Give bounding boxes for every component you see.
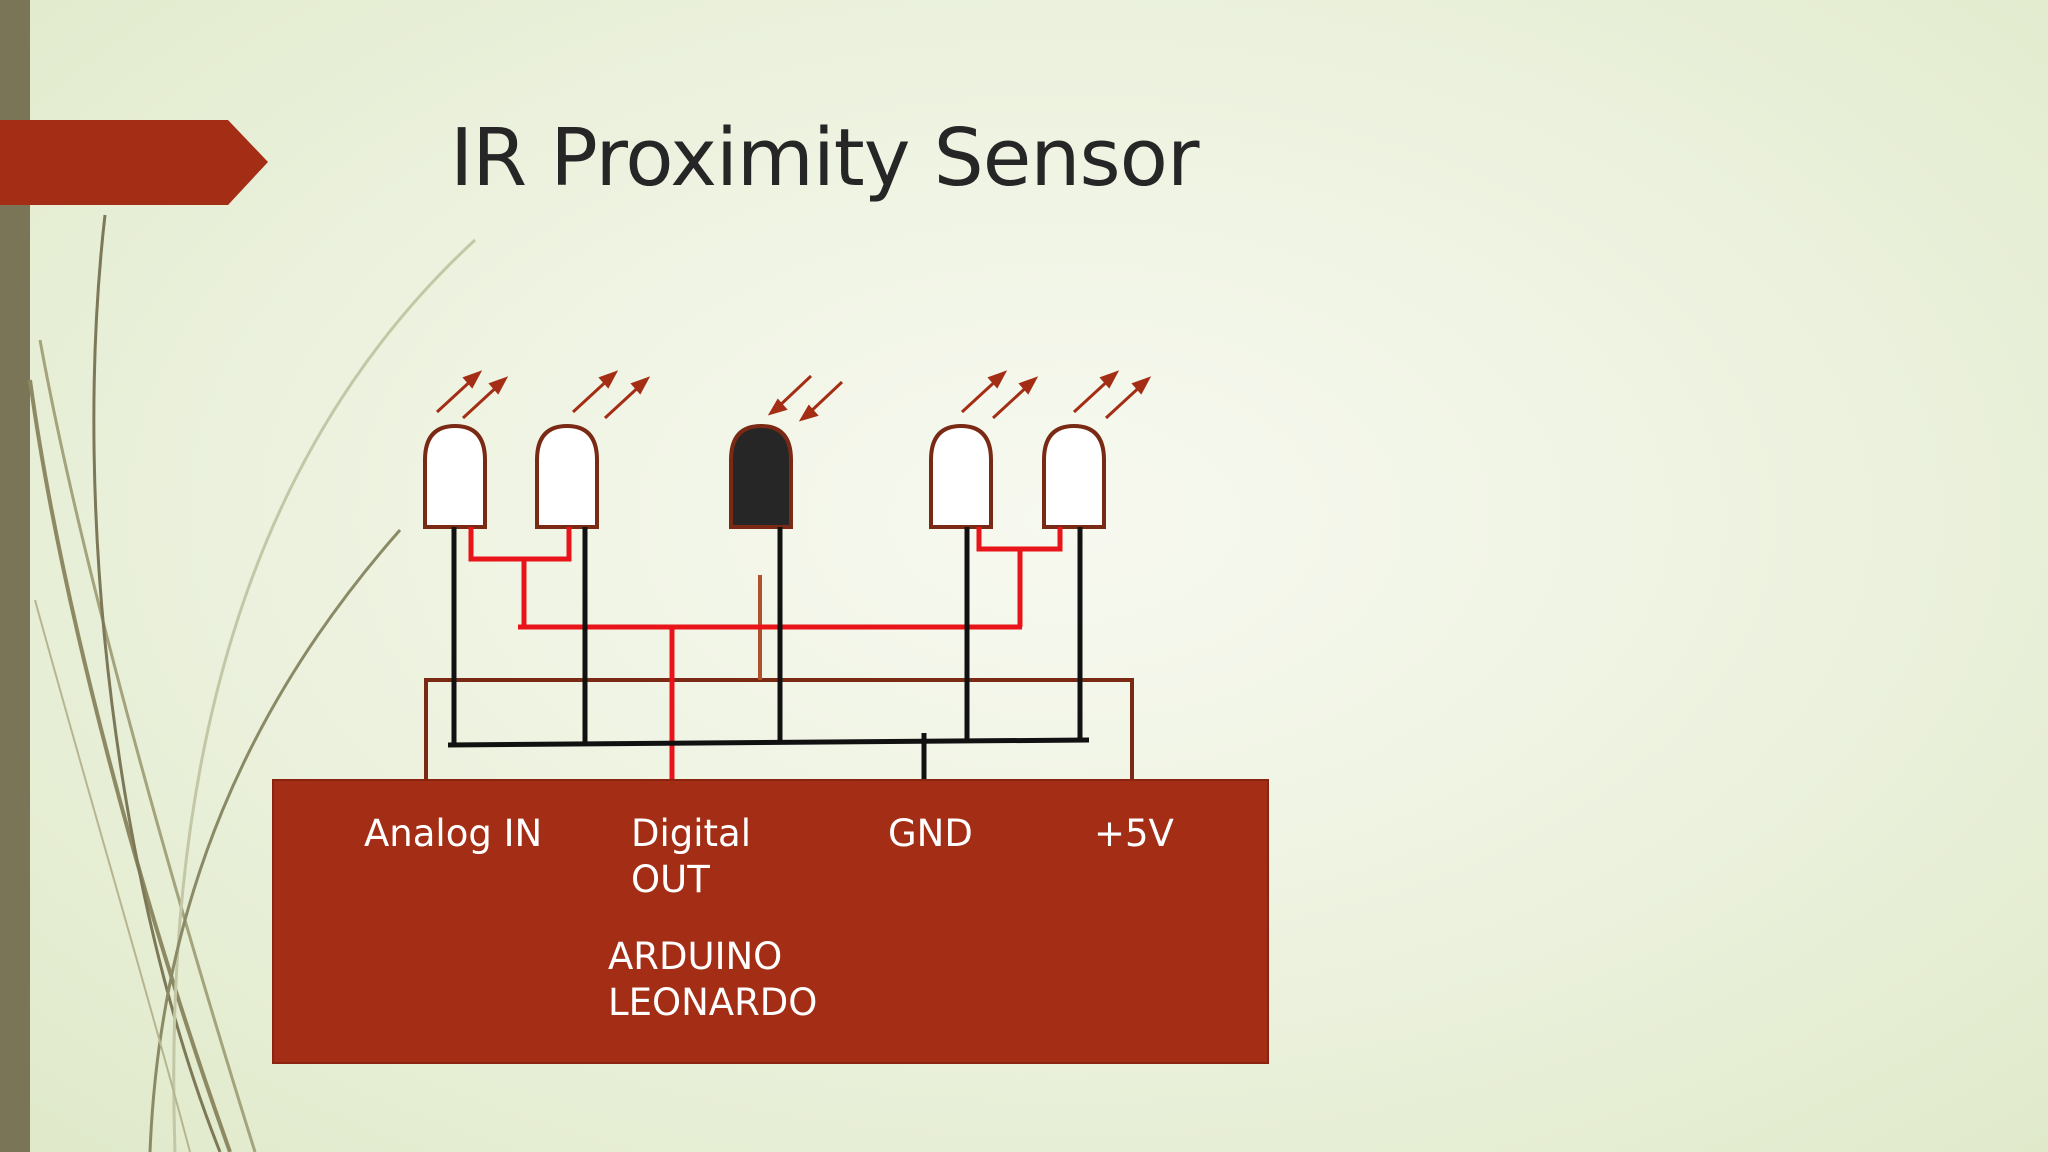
emitter-led-3: [929, 423, 993, 529]
reception-arrows: [767, 374, 844, 422]
slide-title: IR Proximity Sensor: [450, 112, 1199, 204]
ground-wires: [447, 527, 1090, 789]
emitter-led-4: [1042, 423, 1106, 529]
digital-out-label-line1: Digital: [631, 812, 751, 855]
arduino-board: Analog IN Digital OUT GND +5V ARDUINO LE…: [272, 779, 1269, 1064]
analog-in-label: Analog IN: [364, 812, 543, 855]
signal-wires: [468, 527, 1063, 789]
emission-arrows: [435, 370, 1152, 420]
digital-out-label-line2: OUT: [631, 858, 710, 901]
board-name-label: ARDUINO LEONARDO: [608, 934, 817, 1026]
digital-out-label: Digital OUT: [631, 811, 751, 903]
title-tab-arrow: [0, 120, 268, 205]
board-name-line1: ARDUINO: [608, 935, 783, 978]
emitter-led-2: [535, 423, 599, 529]
gnd-label: GND: [888, 812, 973, 855]
board-name-line2: LEONARDO: [608, 981, 818, 1024]
5v-label: +5V: [1094, 812, 1174, 855]
emitter-led-1: [423, 423, 487, 529]
ir-receiver-photodiode: [729, 423, 793, 529]
